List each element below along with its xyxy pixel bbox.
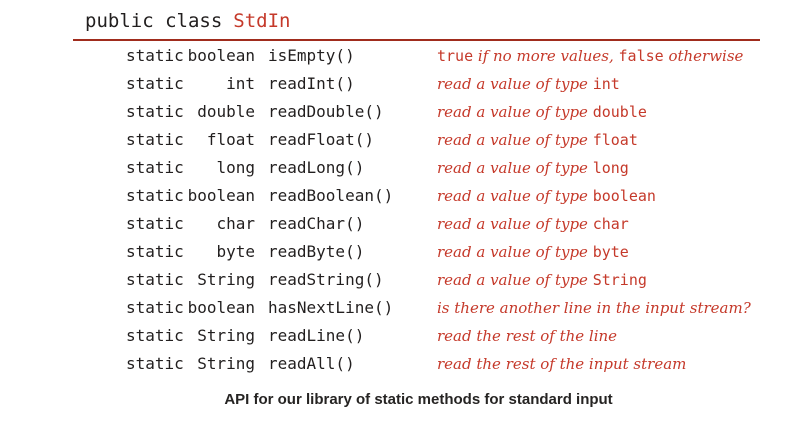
return-type: boolean bbox=[187, 298, 255, 317]
figure-caption: API for our library of static methods fo… bbox=[224, 391, 613, 408]
description-prose: otherwise bbox=[663, 47, 744, 65]
method-description: read a value of type double bbox=[437, 98, 647, 126]
description-code-token: long bbox=[592, 159, 629, 177]
method-signature: readDouble() bbox=[268, 102, 384, 121]
method-signature: readLine() bbox=[268, 326, 365, 345]
modifier-keyword: static bbox=[126, 214, 184, 233]
return-type: String bbox=[197, 354, 255, 373]
table-row: static String readAll() read the rest of th… bbox=[0, 350, 803, 378]
description-prose: read a value of type bbox=[437, 75, 593, 93]
table-row: static double readDouble() read a value of … bbox=[0, 98, 803, 126]
modifier-keyword: static bbox=[126, 270, 184, 289]
method-signature: readByte() bbox=[268, 242, 365, 261]
method-description: read a value of type String bbox=[437, 266, 647, 294]
method-description: is there another line in the input strea… bbox=[437, 294, 751, 322]
method-description: read a value of type long bbox=[437, 154, 629, 182]
table-row: static float readFloat() read a value of ty… bbox=[0, 126, 803, 154]
description-code-token: float bbox=[592, 131, 638, 149]
modifier-keyword: static bbox=[126, 130, 184, 149]
description-prose: read a value of type bbox=[437, 215, 593, 233]
description-prose: read a value of type bbox=[437, 271, 593, 289]
modifier-keyword: static bbox=[126, 102, 184, 121]
method-description: read a value of type float bbox=[437, 126, 638, 154]
description-prose: read a value of type bbox=[437, 243, 593, 261]
method-signature: readAll() bbox=[268, 354, 355, 373]
table-row: static byte readByte() read a value of type… bbox=[0, 238, 803, 266]
description-code-token: byte bbox=[592, 243, 629, 261]
description-code-token: double bbox=[592, 103, 647, 121]
description-code-token: char bbox=[592, 215, 629, 233]
return-type: char bbox=[216, 214, 255, 233]
modifier-keyword: static bbox=[126, 46, 184, 65]
modifier-keyword: static bbox=[126, 354, 184, 373]
description-code-token: int bbox=[592, 75, 620, 93]
method-signature: readInt() bbox=[268, 74, 355, 93]
table-row: static int readInt() read a value of type i… bbox=[0, 70, 803, 98]
table-row: static long readLong() read a value of type… bbox=[0, 154, 803, 182]
class-declaration-keyword: public class bbox=[85, 10, 223, 32]
description-prose: read a value of type bbox=[437, 159, 593, 177]
method-signature: readFloat() bbox=[268, 130, 374, 149]
description-prose: read a value of type bbox=[437, 131, 593, 149]
class-declaration: public class StdIn bbox=[85, 9, 290, 33]
return-type: String bbox=[197, 270, 255, 289]
method-signature: readBoolean() bbox=[268, 186, 394, 205]
table-row: static char readChar() read a value of type… bbox=[0, 210, 803, 238]
description-prose: read the rest of the line bbox=[437, 327, 618, 345]
return-type: double bbox=[197, 102, 255, 121]
modifier-keyword: static bbox=[126, 186, 184, 205]
modifier-keyword: static bbox=[126, 298, 184, 317]
method-description: read the rest of the line bbox=[437, 322, 617, 350]
method-signature: readChar() bbox=[268, 214, 365, 233]
return-type: byte bbox=[216, 242, 255, 261]
modifier-keyword: static bbox=[126, 158, 184, 177]
method-description: true if no more values, false otherwise bbox=[437, 42, 743, 70]
method-description: read a value of type byte bbox=[437, 238, 629, 266]
table-row: static String readLine() read the rest of t… bbox=[0, 322, 803, 350]
method-description: read a value of type boolean bbox=[437, 182, 656, 210]
description-prose: if no more values, bbox=[473, 47, 619, 65]
description-code-token: false bbox=[618, 47, 664, 65]
table-row: static String readString() read a value of … bbox=[0, 266, 803, 294]
return-type: int bbox=[226, 74, 255, 93]
modifier-keyword: static bbox=[126, 74, 184, 93]
method-description: read the rest of the input stream bbox=[437, 350, 686, 378]
modifier-keyword: static bbox=[126, 242, 184, 261]
method-description: read a value of type char bbox=[437, 210, 629, 238]
return-type: boolean bbox=[187, 46, 255, 65]
return-type: boolean bbox=[187, 186, 255, 205]
description-code-token: String bbox=[592, 271, 647, 289]
method-description: read a value of type int bbox=[437, 70, 620, 98]
return-type: String bbox=[197, 326, 255, 345]
description-prose: is there another line in the input strea… bbox=[437, 299, 751, 317]
method-signature: readLong() bbox=[268, 158, 365, 177]
method-signature: hasNextLine() bbox=[268, 298, 394, 317]
modifier-keyword: static bbox=[126, 326, 184, 345]
return-type: float bbox=[206, 130, 255, 149]
header-rule bbox=[73, 39, 760, 41]
description-code-token: true bbox=[437, 47, 474, 65]
description-prose: read a value of type bbox=[437, 187, 593, 205]
method-signature: isEmpty() bbox=[268, 46, 355, 65]
description-prose: read the rest of the input stream bbox=[437, 355, 687, 373]
class-name: StdIn bbox=[233, 10, 291, 32]
description-prose: read a value of type bbox=[437, 103, 593, 121]
description-code-token: boolean bbox=[592, 187, 656, 205]
method-signature: readString() bbox=[268, 270, 384, 289]
return-type: long bbox=[216, 158, 255, 177]
